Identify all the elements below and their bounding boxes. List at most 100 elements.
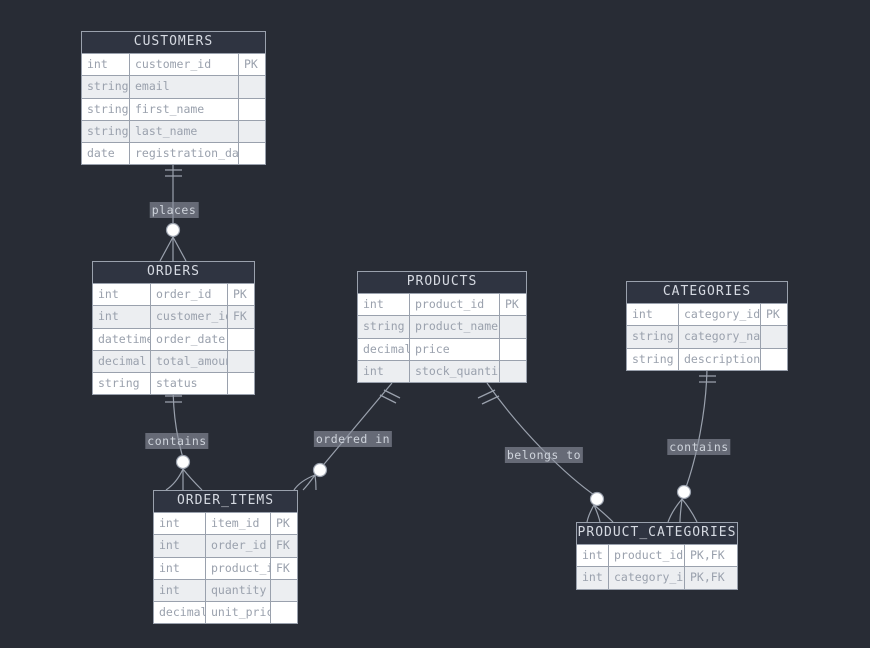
attribute-type: decimal <box>358 338 410 360</box>
attribute-type: string <box>627 326 679 348</box>
attribute-name: total_amount <box>151 350 228 373</box>
attribute-key: PK,FK <box>685 567 737 589</box>
entity-title-categories: CATEGORIES <box>627 282 787 304</box>
relationship-label-ordered-in: ordered in <box>313 431 393 447</box>
attribute-type: string <box>82 120 130 143</box>
attribute-type: string <box>82 98 130 120</box>
attribute-type: string <box>82 76 130 98</box>
marker-many-orders <box>159 236 187 262</box>
attribute-type: int <box>358 360 410 383</box>
attribute-key: PK <box>761 304 787 326</box>
marker-one-orders <box>165 395 182 403</box>
attribute-type: string <box>627 348 679 370</box>
attribute-name: category_id <box>679 304 761 326</box>
attribute-name: registration_date <box>130 143 239 165</box>
attribute-key <box>228 373 254 395</box>
marker-many-order-items-2 <box>293 474 317 491</box>
attribute-type: datetime <box>93 328 151 350</box>
attribute-type: int <box>154 535 206 557</box>
attribute-name: item_id <box>206 513 271 535</box>
attribute-type: int <box>154 579 206 602</box>
marker-many-product-categories-2 <box>667 498 698 523</box>
entity-title-products: PRODUCTS <box>358 272 526 294</box>
edge-belongs-to <box>486 382 598 498</box>
marker-many-order-items-1 <box>165 468 203 491</box>
attribute-name: product_id <box>609 545 685 567</box>
attribute-name: customer_id <box>151 306 228 328</box>
attribute-type: int <box>577 567 609 589</box>
attribute-name: order_date <box>151 328 228 350</box>
marker-one-categories <box>699 375 716 383</box>
attribute-name: status <box>151 373 228 395</box>
marker-many-product-categories-1 <box>586 504 614 523</box>
attribute-key <box>271 602 297 624</box>
marker-zero-product-categories-1 <box>589 491 605 507</box>
attribute-key <box>500 338 526 360</box>
attribute-key <box>500 360 526 383</box>
entity-title-orders: ORDERS <box>93 262 254 284</box>
attribute-key: FK <box>271 535 297 557</box>
attribute-key <box>228 350 254 373</box>
attribute-name: price <box>410 338 500 360</box>
marker-zero-orders <box>165 222 181 238</box>
attribute-name: category_id <box>609 567 685 589</box>
attribute-key <box>239 143 265 165</box>
attribute-key: PK <box>228 284 254 306</box>
attribute-name: product_name <box>410 316 500 338</box>
attribute-key: PK <box>500 294 526 316</box>
attribute-type: int <box>358 294 410 316</box>
marker-zero-order-items-2 <box>312 462 328 478</box>
attribute-name: stock_quantity <box>410 360 500 383</box>
attribute-key: PK <box>271 513 297 535</box>
attribute-name: customer_id <box>130 54 239 76</box>
attribute-name: description <box>679 348 761 370</box>
attribute-name: first_name <box>130 98 239 120</box>
attribute-name: email <box>130 76 239 98</box>
attribute-name: product_id <box>410 294 500 316</box>
attribute-type: decimal <box>154 602 206 624</box>
attribute-key <box>761 348 787 370</box>
attribute-type: int <box>154 513 206 535</box>
attribute-type: int <box>93 306 151 328</box>
marker-one-products-left <box>379 389 401 404</box>
attribute-key: PK,FK <box>685 545 737 567</box>
attribute-type: decimal <box>93 350 151 373</box>
attribute-key: FK <box>271 557 297 579</box>
marker-one-customers <box>165 169 182 177</box>
marker-zero-product-categories-2 <box>676 484 692 500</box>
attribute-key <box>239 76 265 98</box>
attribute-key <box>239 120 265 143</box>
attribute-key <box>500 316 526 338</box>
edge-contains-product-categories <box>684 363 708 491</box>
attribute-key <box>761 326 787 348</box>
attribute-type: int <box>627 304 679 326</box>
attribute-type: date <box>82 143 130 165</box>
attribute-name: order_id <box>151 284 228 306</box>
marker-one-products-right <box>477 389 500 405</box>
